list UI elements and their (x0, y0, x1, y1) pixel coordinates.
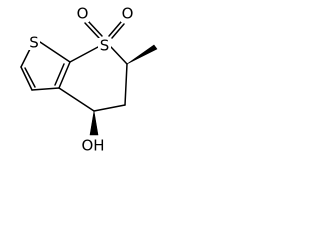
atom-o-sulfone-right: O (122, 5, 134, 23)
bond-s7-c6 (110, 46, 128, 65)
bond-c5-c4 (93, 104, 126, 112)
molecule-drawing: S S O O OH (20, 5, 158, 155)
bond-c7a-s7 (69, 46, 99, 63)
atom-o-sulfone-left: O (77, 5, 89, 23)
atom-hydroxyl: OH (81, 137, 104, 155)
atom-s-thiophene: S (29, 34, 39, 52)
bond-s7-o-left-b (87, 20, 103, 37)
bond-s7-o-left-a (84, 22, 100, 39)
chemical-structure-canvas: S S O O OH (0, 0, 175, 172)
wedge-bond-hydroxyl (89, 110, 99, 136)
bond-c7a-s1 (39, 41, 71, 63)
bond-c7a-c3a-double (54, 63, 65, 86)
bond-s7-o-right-b (111, 23, 125, 39)
bond-s7-o-right-a (108, 21, 122, 37)
bond-c2-c3-outer (20, 66, 33, 91)
wedge-bond-methyl (126, 44, 158, 65)
bond-c3-c3a (31, 87, 60, 91)
bond-c2-c3-inner (24, 67, 36, 88)
bond-c4-c3a (58, 87, 95, 112)
bond-c6-c5 (124, 63, 128, 106)
bond-c3a-c7a-outer (58, 61, 71, 89)
atom-s-sulfone: S (100, 37, 110, 55)
